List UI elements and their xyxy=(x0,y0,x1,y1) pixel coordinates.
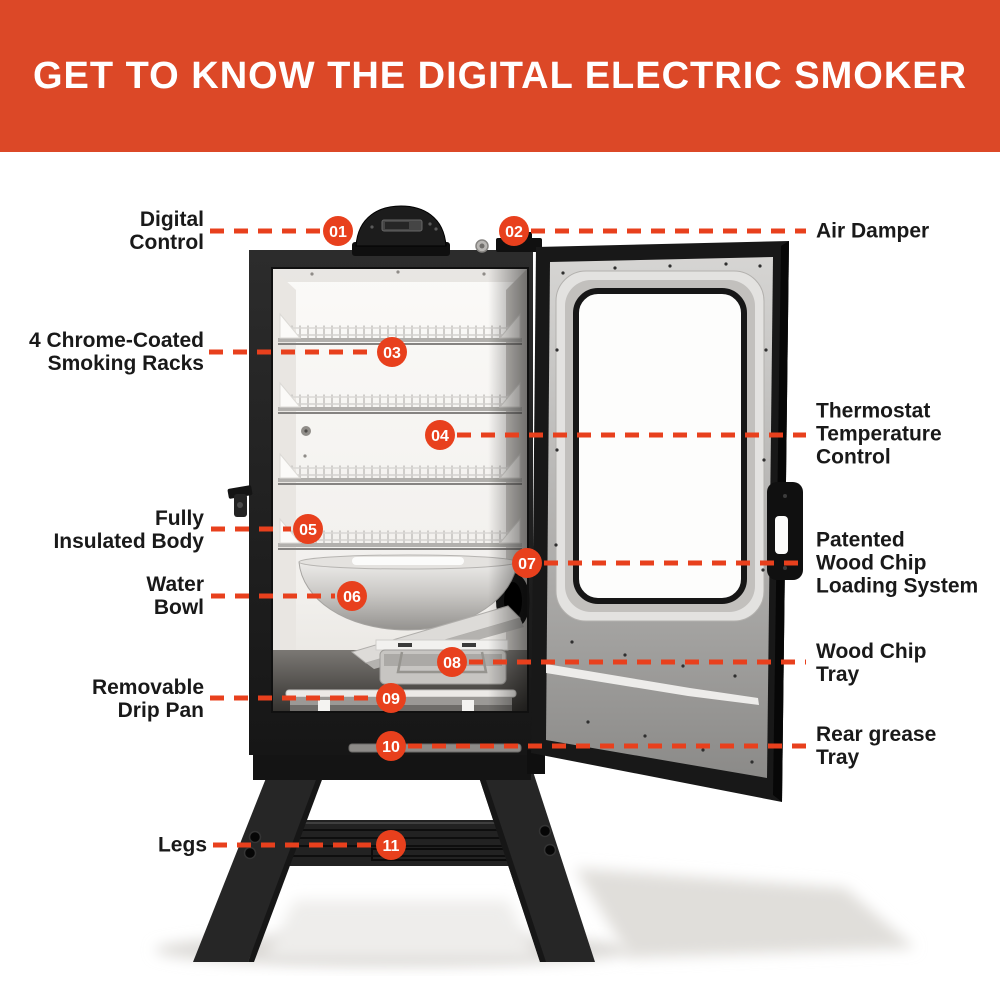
callout-number-11: 11 xyxy=(383,838,400,855)
callout-number-08: 08 xyxy=(443,655,461,672)
callout-layer: 01 02 03 04 05 06 07 08 09 10 11 xyxy=(209,216,806,860)
callout-marker-04 xyxy=(425,420,455,450)
vent-holes xyxy=(301,270,486,458)
door-handle xyxy=(767,482,803,580)
callout-number-05: 05 xyxy=(299,522,317,539)
header-banner: GET TO KNOW THE DIGITAL ELECTRIC SMOKER xyxy=(0,0,1000,152)
callout-marker-02 xyxy=(499,216,529,246)
smoker-cabinet xyxy=(227,250,533,755)
callout-marker-11 xyxy=(376,830,406,860)
callout-marker-01 xyxy=(323,216,353,246)
callout-marker-09 xyxy=(376,683,406,713)
page-title: GET TO KNOW THE DIGITAL ELECTRIC SMOKER xyxy=(32,54,968,97)
smoker-door xyxy=(527,241,803,802)
callout-number-03: 03 xyxy=(383,345,401,362)
door-rivets xyxy=(554,262,768,764)
callout-number-10: 10 xyxy=(382,739,400,756)
left-leg xyxy=(193,753,332,962)
door-window xyxy=(555,270,765,622)
callout-marker-06 xyxy=(337,581,367,611)
callout-number-07: 07 xyxy=(518,556,536,573)
right-leg xyxy=(471,753,595,962)
callout-number-04: 04 xyxy=(431,428,449,445)
callout-marker-03 xyxy=(377,337,407,367)
callout-number-06: 06 xyxy=(343,589,361,606)
leg-bolts xyxy=(243,824,557,860)
callout-number-01: 01 xyxy=(329,224,347,241)
callout-number-02: 02 xyxy=(505,224,523,241)
door-latch xyxy=(227,485,253,517)
callout-marker-10 xyxy=(376,731,406,761)
callout-marker-08 xyxy=(437,647,467,677)
callout-marker-07 xyxy=(512,548,542,578)
door-crease xyxy=(546,664,759,705)
callout-marker-05 xyxy=(293,514,323,544)
digital-control-panel xyxy=(352,205,450,256)
floor-shadow xyxy=(155,868,915,966)
callout-number-09: 09 xyxy=(382,691,400,708)
